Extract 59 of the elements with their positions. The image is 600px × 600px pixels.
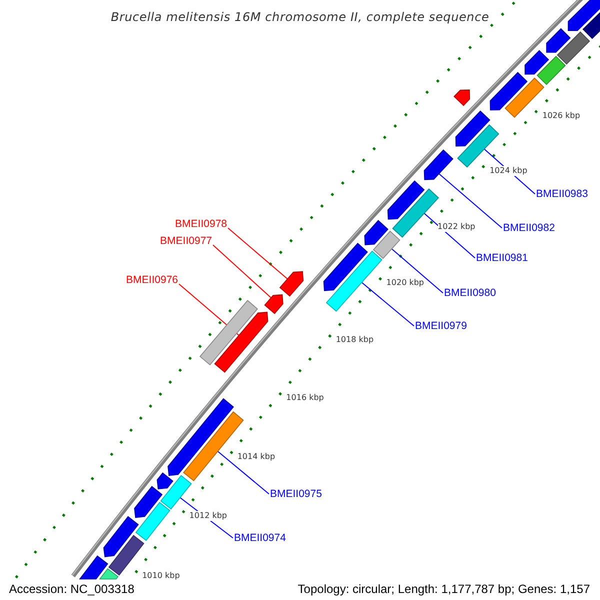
gene-block: [556, 31, 590, 65]
gene-label: BMEII0975: [270, 488, 322, 500]
leader-line: [438, 173, 502, 228]
gene-label: BMEII0977: [160, 235, 212, 247]
scale-label: 1026 kbp: [542, 111, 580, 122]
scale-label: 1024 kbp: [490, 166, 528, 176]
accession-text: Accession: NC_003318: [9, 582, 134, 596]
gene-feature: [387, 180, 425, 220]
gene-feature: [454, 89, 470, 106]
leader-line: [391, 248, 444, 294]
gene-label: BMEII0978: [175, 218, 227, 230]
gene-label: BMEII0983: [536, 188, 588, 200]
leader-line: [217, 450, 270, 494]
gene-feature: [156, 472, 174, 490]
leader-line: [361, 282, 414, 326]
gene-block: [504, 78, 544, 118]
scale-label: 1014 kbp: [237, 452, 276, 462]
leader-line: [228, 228, 288, 280]
gene-block: [457, 124, 500, 168]
gene-block: [99, 568, 119, 580]
gene-feature: [455, 110, 490, 146]
gene-feature: [490, 72, 528, 110]
gene-feature: [364, 220, 388, 246]
genome-stats-text: Topology: circular; Length: 1,177,787 bp; Genes: 1,157: [298, 582, 590, 596]
gene-label: BMEII0982: [503, 222, 555, 234]
gene-block: [135, 502, 170, 542]
gene-label: BMEII0980: [444, 287, 496, 299]
gene-block: [199, 300, 258, 366]
gene-feature: [264, 294, 284, 314]
gene-block: [160, 474, 192, 510]
gene-feature: [524, 50, 550, 75]
gene-label: BMEII0981: [476, 252, 528, 264]
gene-feature: [323, 242, 368, 292]
gene-label: BMEII0976: [126, 274, 178, 286]
scale-label: 1012 kbp: [189, 510, 227, 521]
gene-feature: [103, 516, 139, 558]
gene-feature: [168, 398, 234, 476]
gene-feature: [214, 312, 268, 373]
gene-block: [326, 250, 382, 312]
gene-block: [392, 188, 440, 238]
gene-block: [372, 230, 400, 259]
gene-feature: [78, 555, 108, 580]
gene-feature: [134, 486, 163, 518]
gene-block: [536, 56, 566, 86]
scale-label: 1022 kbp: [438, 222, 476, 232]
gene-block: [108, 534, 144, 576]
gene-label: BMEII0974: [234, 532, 286, 544]
title: Brucella melitensis 16M chromosome II, complete sequence: [110, 10, 490, 24]
scale-label: 1018 kbp: [336, 335, 374, 346]
scale-label: 1020 kbp: [386, 278, 424, 288]
gene-label: BMEII0979: [415, 320, 467, 332]
gene-feature: [568, 0, 600, 31]
scale-label: 1016 kbp: [286, 393, 324, 404]
leader-line: [212, 244, 272, 298]
scale-label: 1010 kbp: [142, 570, 180, 581]
gene-feature: [546, 28, 571, 53]
leader-line: [424, 212, 476, 258]
gene-feature: [279, 271, 304, 297]
gene-feature: [424, 149, 454, 180]
